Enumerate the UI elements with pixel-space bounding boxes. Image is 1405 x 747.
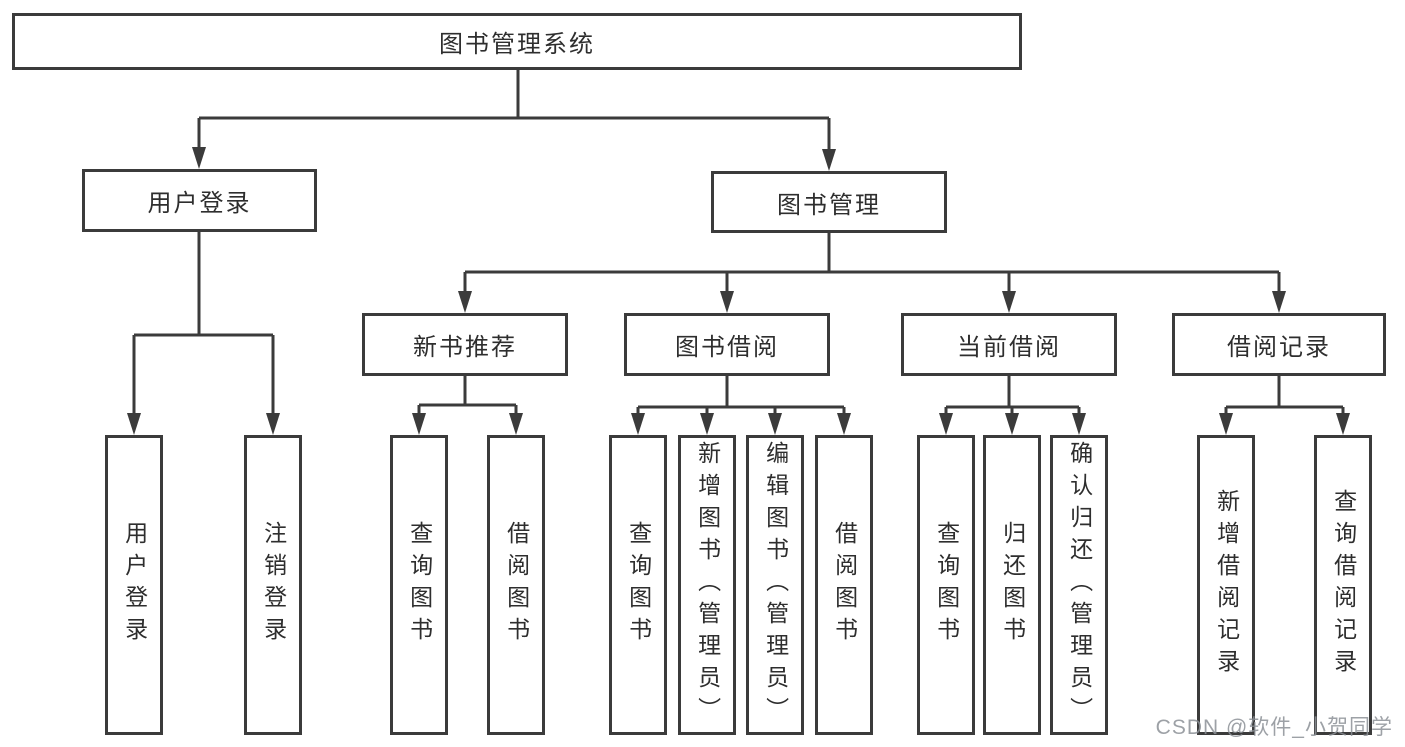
node-current-borrow-label: 当前借阅 xyxy=(957,334,1061,361)
leaf-current-return-books-label: 归还图书 xyxy=(999,521,1026,649)
leaf-current-confirm-return-admin-label: 确认归还（管理员） xyxy=(1066,441,1093,729)
leaf-borrow-add-books-admin: 新增图书（管理员） xyxy=(678,435,736,735)
leaf-records-query-record-label: 查询借阅记录 xyxy=(1330,489,1357,681)
leaf-borrow-query-books-label: 查询图书 xyxy=(625,521,652,649)
leaf-newbook-query-books-label: 查询图书 xyxy=(406,521,433,649)
leaf-newbook-borrow-books: 借阅图书 xyxy=(487,435,545,735)
leaf-user-login: 用户登录 xyxy=(105,435,163,735)
leaf-borrow-edit-books-admin: 编辑图书（管理员） xyxy=(746,435,804,735)
leaf-current-query-books: 查询图书 xyxy=(917,435,975,735)
leaf-borrow-edit-books-admin-label: 编辑图书（管理员） xyxy=(762,441,789,729)
node-user-login-label: 用户登录 xyxy=(147,190,252,217)
node-root-system: 图书管理系统 xyxy=(12,13,1022,70)
node-borrow-records: 借阅记录 xyxy=(1172,313,1386,376)
leaf-borrow-add-books-admin-label: 新增图书（管理员） xyxy=(694,441,721,729)
node-user-login: 用户登录 xyxy=(82,169,317,232)
leaf-borrow-borrow-books-label: 借阅图书 xyxy=(831,521,858,649)
node-book-borrow: 图书借阅 xyxy=(624,313,830,376)
leaf-records-add-record: 新增借阅记录 xyxy=(1197,435,1255,735)
leaf-records-query-record: 查询借阅记录 xyxy=(1314,435,1372,735)
leaf-current-return-books: 归还图书 xyxy=(983,435,1041,735)
leaf-borrow-borrow-books: 借阅图书 xyxy=(815,435,873,735)
node-root-label: 图书管理系统 xyxy=(439,31,595,58)
node-book-management-label: 图书管理 xyxy=(777,191,881,219)
node-new-book-recommend: 新书推荐 xyxy=(362,313,568,376)
node-current-borrow: 当前借阅 xyxy=(901,313,1117,376)
node-new-book-recommend-label: 新书推荐 xyxy=(413,334,517,361)
node-borrow-records-label: 借阅记录 xyxy=(1227,334,1331,361)
node-book-management: 图书管理 xyxy=(711,171,947,233)
node-book-borrow-label: 图书借阅 xyxy=(675,334,779,361)
leaf-user-login-label: 用户登录 xyxy=(121,521,148,649)
leaf-logout-label: 注销登录 xyxy=(260,521,287,649)
leaf-borrow-query-books: 查询图书 xyxy=(609,435,667,735)
leaf-logout: 注销登录 xyxy=(244,435,302,735)
leaf-current-confirm-return-admin: 确认归还（管理员） xyxy=(1050,435,1108,735)
leaf-current-query-books-label: 查询图书 xyxy=(933,521,960,649)
leaf-newbook-borrow-books-label: 借阅图书 xyxy=(503,521,530,649)
leaf-records-add-record-label: 新增借阅记录 xyxy=(1213,489,1240,681)
leaf-newbook-query-books: 查询图书 xyxy=(390,435,448,735)
csdn-watermark: CSDN @软件_小贺同学 xyxy=(1155,716,1393,739)
